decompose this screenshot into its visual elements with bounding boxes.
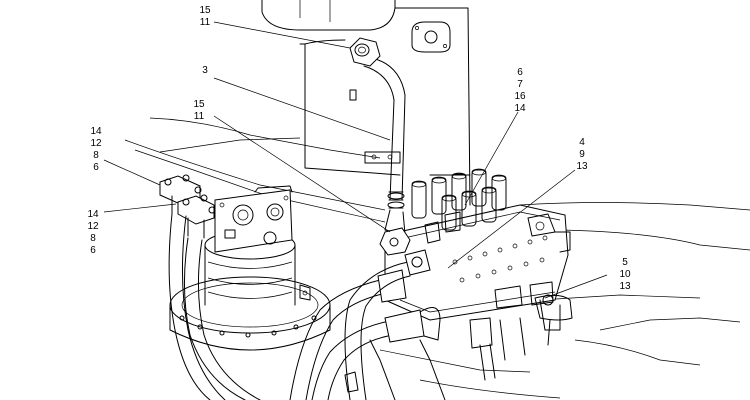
hose-left-outer [168,213,226,400]
svg-text:7: 7 [517,79,523,90]
callout-left-lower-fitting: 14 12 8 6 [87,209,99,256]
svg-text:14: 14 [87,209,99,220]
callout-valve-right-lower: 5 10 13 [619,257,631,292]
svg-text:15: 15 [199,5,211,16]
top-hose-fitting [349,37,381,67]
control-valve [384,168,573,381]
svg-text:13: 13 [619,281,631,292]
callout-valve-right-upper: 4 9 13 [576,137,588,172]
hose-bottom-stub [344,339,446,400]
svg-text:12: 12 [90,138,102,149]
callout-valve-top: 6 7 16 14 [514,67,526,114]
svg-text:6: 6 [517,67,523,78]
svg-text:11: 11 [200,17,211,28]
tube-item-3 [363,57,406,235]
svg-text:15: 15 [193,99,205,110]
svg-text:5: 5 [622,257,628,268]
svg-text:16: 16 [514,91,526,102]
callout-left-upper-fitting: 14 12 8 6 [90,126,102,173]
svg-text:8: 8 [93,150,99,161]
hose-right-3 [344,261,411,400]
callout-tube: 3 [202,65,208,76]
callout-top-hose-fitting: 15 11 [199,5,211,28]
callout-mid-fitting: 15 11 [193,99,205,122]
svg-text:4: 4 [579,137,585,148]
swing-motor [169,185,331,351]
hydraulic-tank [261,0,471,206]
valve-side-fittings [404,211,461,276]
hose-right-1 [289,269,407,400]
hose-right-2 [311,307,441,400]
mid-fitting [379,227,411,256]
svg-text:14: 14 [90,126,102,137]
svg-text:12: 12 [87,221,99,232]
svg-text:8: 8 [90,233,96,244]
frame-outline [124,117,750,399]
svg-text:10: 10 [619,269,631,280]
svg-text:9: 9 [579,149,585,160]
svg-text:6: 6 [93,162,99,173]
svg-text:13: 13 [576,161,588,172]
svg-text:11: 11 [194,111,205,122]
leader-lines [103,21,608,299]
left-fitting-lower [177,194,216,239]
svg-text:6: 6 [90,245,96,256]
svg-text:3: 3 [202,65,208,76]
svg-text:14: 14 [514,103,526,114]
hose-left-inner [183,237,261,400]
